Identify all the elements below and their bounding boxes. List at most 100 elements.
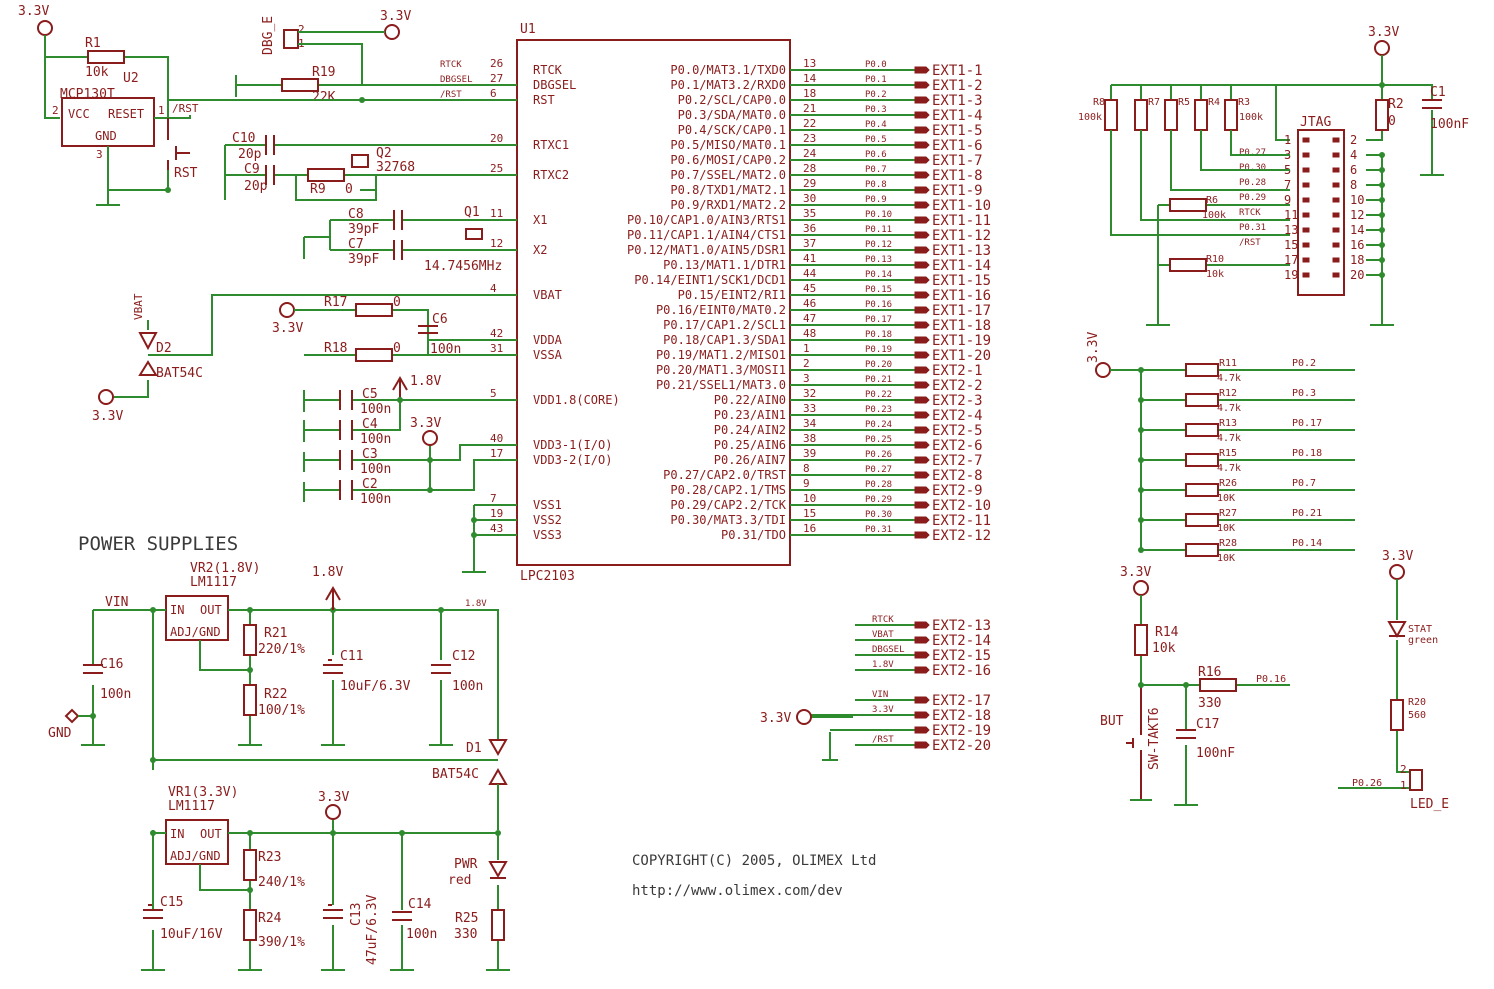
svg-text:3.3V: 3.3V bbox=[1120, 565, 1151, 580]
pullup-val: 4.7k bbox=[1217, 403, 1241, 414]
svg-text:R17: R17 bbox=[324, 295, 347, 310]
net-label: /RST bbox=[440, 90, 462, 100]
ext-pin-label: EXT2-8 bbox=[932, 468, 983, 484]
jtag-pin-odd: 15 bbox=[1284, 238, 1298, 252]
svg-text:JTAG: JTAG bbox=[1300, 115, 1331, 130]
pullup-net: P0.7 bbox=[1292, 478, 1316, 489]
pin-number: 13 bbox=[803, 57, 816, 70]
pin-name: VDD1.8(CORE) bbox=[533, 393, 620, 407]
svg-text:330: 330 bbox=[454, 927, 477, 942]
svg-text:C9: C9 bbox=[244, 162, 260, 177]
svg-text:VCC: VCC bbox=[68, 107, 90, 121]
svg-text:VR1(3.3V): VR1(3.3V) bbox=[168, 785, 238, 800]
svg-text:LM1117: LM1117 bbox=[168, 799, 215, 814]
jtag-pin-even: 16 bbox=[1350, 238, 1364, 252]
svg-text:RESET: RESET bbox=[108, 107, 144, 121]
pin-number: 26 bbox=[490, 57, 503, 70]
svg-text:D2: D2 bbox=[156, 341, 172, 356]
pin-name: VSS2 bbox=[533, 513, 562, 527]
net-label: P0.13 bbox=[865, 255, 892, 265]
ext-pin-label: EXT2-11 bbox=[932, 513, 991, 529]
rtc-crystal-section: C10 20p C9 20p R9 0 Q2 32768 bbox=[224, 131, 517, 201]
jtag-pin-even: 14 bbox=[1350, 223, 1364, 237]
jtag-pin-even: 20 bbox=[1350, 268, 1364, 282]
pin-name: VSSA bbox=[533, 348, 563, 362]
net-label: P0.5 bbox=[865, 135, 887, 145]
svg-text:LED_E: LED_E bbox=[1410, 797, 1449, 812]
pin-name: VBAT bbox=[533, 288, 562, 302]
ext-pin-label: EXT2-6 bbox=[932, 438, 983, 454]
svg-text:10k: 10k bbox=[1206, 269, 1224, 280]
pin-name: VDD3-1(I/O) bbox=[533, 438, 612, 452]
svg-text:R14: R14 bbox=[1155, 625, 1179, 640]
pin-number: 29 bbox=[803, 177, 816, 190]
net-label: P0.31 bbox=[865, 525, 892, 535]
net-label: P0.9 bbox=[865, 195, 887, 205]
pin-name: P0.11/CAP1.1/AIN4/CTS1 bbox=[627, 228, 786, 242]
pin-name: P0.4/SCK/CAP0.1 bbox=[678, 123, 786, 137]
jtag-pin-even: 10 bbox=[1350, 193, 1364, 207]
svg-text:100n: 100n bbox=[406, 927, 437, 942]
net-label: P0.18 bbox=[865, 330, 892, 340]
net-label: P0.10 bbox=[865, 210, 892, 220]
net-label: /RST bbox=[872, 735, 894, 745]
pin-number: 21 bbox=[803, 102, 816, 115]
net-label: P0.26 bbox=[865, 450, 892, 460]
button-section: 3.3V R14 10k R16 330 C17 100nF BUT SW-TA… bbox=[1100, 565, 1290, 806]
ext-pin-label: EXT1-8 bbox=[932, 168, 983, 184]
pin-name: P0.17/CAP1.2/SCL1 bbox=[663, 318, 786, 332]
pin-number: 39 bbox=[803, 447, 816, 460]
ext-pin-label: EXT1-10 bbox=[932, 198, 991, 214]
pullup-val: 4.7k bbox=[1217, 373, 1241, 384]
ext-v33-source: 3.3V bbox=[760, 709, 812, 726]
u1-part: LPC2103 bbox=[520, 569, 575, 584]
pin-name: P0.20/MAT1.3/MOSI1 bbox=[656, 363, 786, 377]
svg-text:1.8V: 1.8V bbox=[312, 565, 343, 580]
pin-number: 43 bbox=[490, 522, 503, 535]
net-label: P0.29 bbox=[865, 495, 892, 505]
pin-number: 16 bbox=[803, 522, 816, 535]
svg-text:red: red bbox=[448, 873, 471, 888]
svg-text:C10: C10 bbox=[232, 131, 255, 146]
pullup-val: 4.7k bbox=[1217, 463, 1241, 474]
pin-name: P0.21/SSEL1/MAT3.0 bbox=[656, 378, 786, 392]
svg-text:PWR: PWR bbox=[454, 857, 478, 872]
pullup-val: 10K bbox=[1217, 553, 1235, 564]
svg-text:R18: R18 bbox=[324, 341, 347, 356]
svg-text:10uF/6.3V: 10uF/6.3V bbox=[340, 679, 411, 694]
net-label: P0.22 bbox=[865, 390, 892, 400]
decoupling-caps: 1.8V 3.3V C5 100n C4 100n C3 100n C2 100… bbox=[303, 374, 517, 573]
jtag-pin-even: 12 bbox=[1350, 208, 1364, 222]
net-label: P0.3 bbox=[865, 105, 887, 115]
svg-text:20p: 20p bbox=[244, 179, 268, 194]
pin-number: 24 bbox=[803, 147, 817, 160]
svg-text:10k: 10k bbox=[1152, 641, 1176, 656]
svg-text:0: 0 bbox=[393, 295, 401, 310]
ext-pin-label: EXT2-18 bbox=[932, 708, 991, 724]
pin-number: 44 bbox=[803, 267, 817, 280]
svg-text:39pF: 39pF bbox=[348, 222, 379, 237]
pullup-net: P0.21 bbox=[1292, 508, 1322, 519]
net-label: P0.30 bbox=[865, 510, 892, 520]
svg-text:100n: 100n bbox=[452, 679, 483, 694]
svg-text:Q2: Q2 bbox=[376, 146, 392, 161]
ext-pin-label: EXT1-9 bbox=[932, 183, 983, 199]
net-label: 3.3V bbox=[872, 705, 894, 715]
svg-text:R6: R6 bbox=[1206, 195, 1218, 206]
pin-name: VSS1 bbox=[533, 498, 562, 512]
